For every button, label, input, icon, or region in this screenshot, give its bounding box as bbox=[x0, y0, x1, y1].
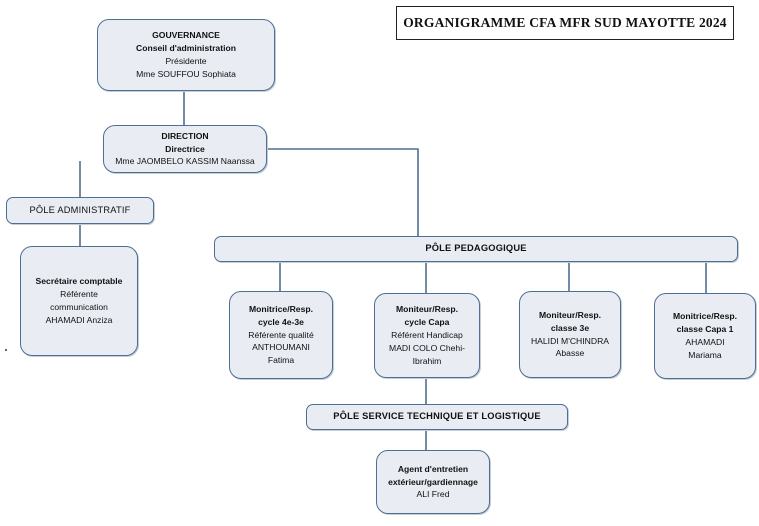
gouvernance-name: Mme SOUFFOU Sophiata bbox=[136, 68, 236, 79]
member-2-name2: Ibrahim bbox=[412, 355, 442, 366]
agent-box: Agent d'entretien extérieur/gardiennage … bbox=[376, 450, 490, 514]
member-4-name1: AHAMADI bbox=[685, 337, 725, 347]
secretaire-role: Secrétaire comptable bbox=[35, 276, 123, 287]
chart-title: ORGANIGRAMME CFA MFR SUD MAYOTTE 2024 bbox=[396, 6, 734, 40]
member-2-role2: cycle Capa bbox=[404, 317, 450, 328]
pole-administratif-label: PÔLE ADMINISTRATIF bbox=[29, 204, 131, 215]
member-2-name1: MADI COLO Chehi- bbox=[389, 342, 465, 353]
member-1-role2: cycle 4e-3e bbox=[258, 316, 304, 327]
secretaire-name: AHAMADI Anziza bbox=[45, 314, 113, 325]
member-4-name2: Mariama bbox=[688, 349, 722, 360]
member-3-name2: Abasse bbox=[555, 348, 585, 359]
member-4-role2: classe Capa 1 bbox=[676, 324, 734, 335]
member-1-line3: Référente qualité bbox=[248, 329, 314, 340]
member-2-role1: Moniteur/Resp. bbox=[395, 304, 459, 315]
secretaire-line3: communication bbox=[50, 302, 108, 312]
gouvernance-heading: GOUVERNANCE bbox=[152, 30, 220, 41]
member-1-name2: Fatima bbox=[267, 355, 295, 366]
pole-administratif-bar: PÔLE ADMINISTRATIF bbox=[6, 197, 154, 224]
link-direction-pedagogique bbox=[267, 148, 419, 236]
pole-pedagogique-label: PÔLE PEDAGOGIQUE bbox=[425, 243, 527, 254]
agent-role2: extérieur/gardiennage bbox=[388, 476, 478, 487]
member-2-line3: Référent Handicap bbox=[391, 330, 463, 341]
gouvernance-subheading: Conseil d'administration bbox=[136, 43, 236, 54]
direction-name: Mme JAOMBELO KASSIM Naanssa bbox=[115, 156, 255, 167]
member-3-role2: classe 3e bbox=[550, 322, 590, 333]
secretaire-line2: Référente bbox=[60, 289, 98, 300]
member-1-name1: ANTHOUMANI bbox=[252, 342, 310, 353]
member-1-role1: Monitrice/Resp. bbox=[249, 303, 313, 314]
direction-box: DIRECTION Directrice Mme JAOMBELO KASSIM… bbox=[103, 125, 267, 173]
pole-service-bar: PÔLE SERVICE TECHNIQUE ET LOGISTIQUE bbox=[306, 404, 568, 430]
agent-name: ALI Fred bbox=[416, 489, 450, 500]
pedagogique-member-4: Monitrice/Resp. classe Capa 1 AHAMADI Ma… bbox=[654, 293, 756, 379]
pole-service-label: PÔLE SERVICE TECHNIQUE ET LOGISTIQUE bbox=[333, 411, 541, 422]
pedagogique-member-3: Moniteur/Resp. classe 3e HALIDI M'CHINDR… bbox=[519, 291, 621, 378]
scan-mark bbox=[5, 349, 7, 351]
member-3-name1: HALIDI M'CHINDRA bbox=[530, 335, 610, 346]
pole-pedagogique-bar: PÔLE PEDAGOGIQUE bbox=[214, 236, 738, 262]
secretaire-box: Secrétaire comptable Référente communica… bbox=[20, 246, 138, 356]
agent-role1: Agent d'entretien bbox=[397, 463, 469, 474]
member-4-role1: Monitrice/Resp. bbox=[673, 311, 737, 322]
direction-heading: DIRECTION bbox=[161, 131, 209, 142]
member-3-role1: Moniteur/Resp. bbox=[538, 309, 602, 320]
direction-role: Directrice bbox=[165, 143, 205, 154]
gouvernance-role: Présidente bbox=[165, 56, 207, 66]
pedagogique-member-1: Monitrice/Resp. cycle 4e-3e Référente qu… bbox=[229, 291, 333, 379]
gouvernance-box: GOUVERNANCE Conseil d'administration Pré… bbox=[97, 19, 275, 91]
pedagogique-member-2: Moniteur/Resp. cycle Capa Référent Handi… bbox=[374, 293, 480, 378]
